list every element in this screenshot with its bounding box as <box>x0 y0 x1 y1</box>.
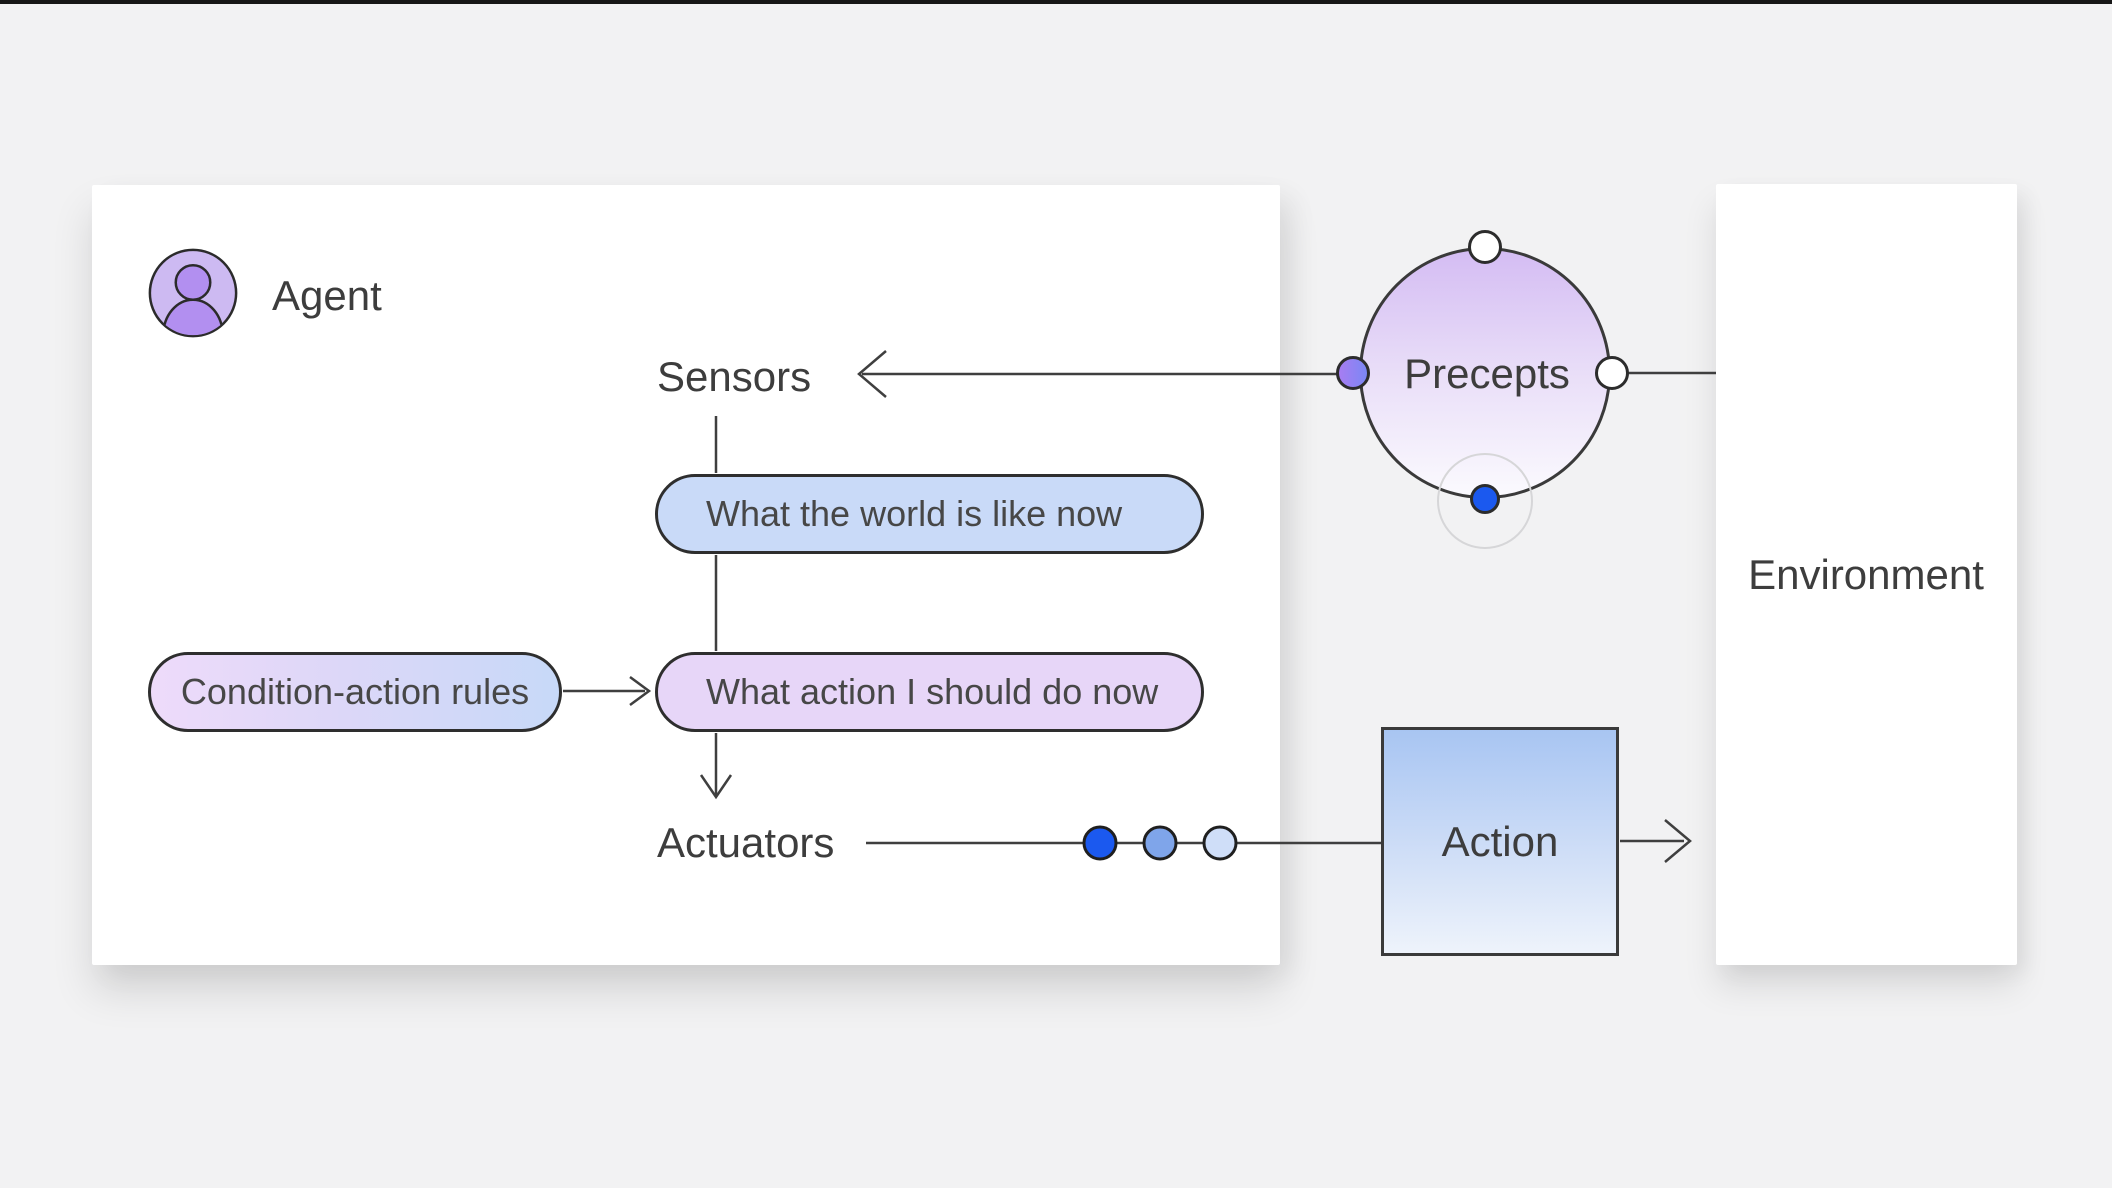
world-state-text: What the world is like now <box>706 493 1123 534</box>
sensors-label: Sensors <box>657 353 812 400</box>
precepts-ghost-ring <box>1437 453 1533 549</box>
condition-rules-box: Condition-action rules <box>148 652 562 732</box>
precepts-port-left <box>1336 356 1370 390</box>
condition-rules-text: Condition-action rules <box>180 671 530 712</box>
agent-card <box>92 185 1280 965</box>
actuators-label: Actuators <box>657 819 835 866</box>
agent-title: Agent <box>272 272 382 319</box>
action-label: Action <box>1441 817 1559 865</box>
action-node: Action <box>1381 727 1619 956</box>
action-choice-text: What action I should do now <box>706 671 1159 712</box>
world-state-box: What the world is like now <box>655 474 1204 554</box>
precepts-port-right <box>1595 356 1629 390</box>
user-avatar-icon <box>147 247 239 339</box>
top-bar <box>0 0 2112 4</box>
precepts-port-bottom <box>1470 484 1500 514</box>
environment-panel <box>1716 184 2017 965</box>
action-choice-box: What action I should do now <box>655 652 1204 732</box>
precepts-port-top <box>1468 230 1502 264</box>
environment-label: Environment <box>1748 551 1984 598</box>
precepts-label: Precepts <box>1404 350 1570 397</box>
action-arrowhead-icon <box>1664 819 1692 863</box>
